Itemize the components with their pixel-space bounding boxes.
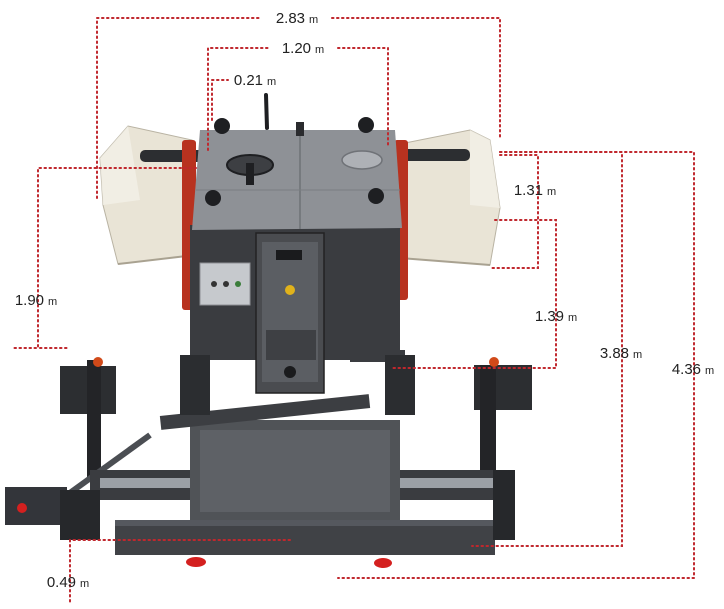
operator-console-right (474, 357, 532, 490)
paver-machine (5, 93, 532, 568)
track-right (493, 470, 515, 540)
screed-icon (90, 394, 510, 555)
dimension-lines (13, 17, 695, 606)
hopper-wing-right (394, 129, 501, 266)
control-panel-icon (255, 232, 325, 394)
top-hood (192, 130, 402, 230)
track-left (60, 490, 100, 540)
hood-joysticks (205, 117, 384, 206)
steering-wheel-icon (226, 150, 383, 185)
hopper-wing-left (99, 125, 196, 265)
operator-console-left (5, 357, 152, 525)
